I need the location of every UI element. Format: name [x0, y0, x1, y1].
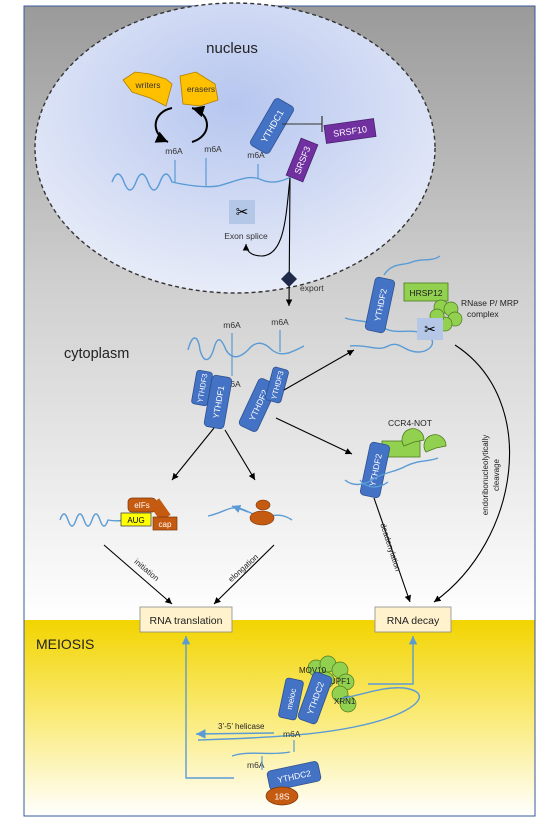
upf1-label: UPF1 — [330, 677, 351, 686]
ythdf2-hrsp-protein: YTHDF2 — [364, 276, 396, 334]
m6a-label-m1: m6A — [283, 729, 301, 739]
cytoplasm-label: cytoplasm — [64, 346, 129, 362]
cleavage-label: cleavage — [492, 458, 501, 491]
helicase-label: 3’-5’ helicase — [218, 722, 265, 731]
m6a-label-m2: m6A — [247, 760, 265, 770]
meiosis-rna-lower — [231, 751, 291, 757]
erasers-label: erasers — [187, 84, 215, 94]
meioc-label: meioc — [285, 688, 298, 711]
ccr4-not-label: CCR4-NOT — [388, 418, 432, 428]
export-label: export — [300, 283, 324, 293]
scissors-icon-nucleus: ✂ — [236, 204, 249, 221]
erasers-shape — [179, 71, 219, 107]
endo-label: endoribonucleolytically — [481, 435, 490, 516]
srsf3-to-splice-arrow — [242, 177, 291, 257]
mov10-label: MOV10 — [299, 666, 327, 675]
aug-label: AUG — [127, 516, 144, 525]
hrsp12-label: HRSP12 — [409, 288, 442, 298]
helicase-arrow — [195, 729, 275, 739]
complex-label: complex — [467, 309, 499, 319]
scissors-icon-cyto: ✂ — [424, 321, 436, 337]
ythdc2-meiosis-protein: YTHDC2 — [297, 671, 333, 725]
m6a-label-c1: m6A — [223, 320, 241, 330]
ccr4-rna — [344, 457, 439, 486]
hrsp12-box — [403, 282, 449, 302]
nucleus-label: nucleus — [206, 40, 258, 57]
m6a-label-n3: m6A — [247, 150, 265, 160]
initiation-arrow — [103, 544, 173, 605]
meiosis-to-decay-arrow — [368, 636, 418, 685]
meiosis-to-translation-arrow — [181, 636, 234, 779]
rna-decay-box — [374, 606, 452, 633]
srsf10-protein: SRSF10 — [323, 118, 377, 144]
scissors-box-nucleus — [229, 200, 255, 224]
meiosis-rna — [197, 687, 420, 741]
m6a-label-c3: m6A — [223, 379, 241, 389]
ccr4-lobe-2 — [423, 434, 447, 453]
s18-label: 18S — [274, 792, 289, 802]
ythdf3-right-protein: YTHDF3 — [265, 366, 289, 404]
rnase-label: RNase P/ MRP — [461, 298, 519, 308]
srsf3-protein: SRSF3 — [285, 137, 319, 183]
ribosome-small — [255, 499, 271, 511]
rnase-mrp-blob — [429, 299, 463, 332]
ythdf2-ccr4-protein: YTHDF2 — [359, 441, 391, 499]
hrsp12-rna-tail — [383, 255, 441, 276]
arrow-to-elongation — [224, 429, 256, 481]
m6a-label-n1: m6A — [165, 146, 183, 156]
xrn1-label: XRN1 — [334, 697, 356, 706]
writers-shape — [122, 71, 173, 107]
ythdc2-bottom-protein: YTHDC2 — [266, 761, 322, 791]
writers-label: writers — [134, 80, 160, 90]
elongation-rna — [207, 507, 293, 521]
meioc-protein: meioc — [278, 677, 304, 721]
arrow-to-ccr4 — [275, 417, 353, 455]
ccr4-lobe-1 — [401, 428, 425, 447]
ythdf1-protein: YTHDF1 — [203, 374, 233, 430]
rna-translation-box — [139, 606, 233, 633]
eif-wedge — [149, 498, 171, 522]
arrow-to-initiation — [171, 427, 215, 481]
exon-splice-label: Exon splice — [224, 231, 268, 241]
cap-label: cap — [159, 520, 172, 529]
cleavage-arrow — [433, 344, 510, 603]
rna-decay-label: RNA decay — [387, 615, 440, 627]
aug-box — [120, 512, 152, 527]
elongation-arrow — [213, 544, 275, 605]
elongation-direction-arrow — [231, 505, 249, 513]
m6a-label-n2: m6A — [204, 144, 222, 154]
arrow-to-hrsp12 — [283, 349, 355, 391]
s18-shape — [265, 786, 299, 806]
scissors-box-cyto — [417, 318, 443, 340]
nuclear-rna — [111, 167, 305, 191]
cytoplasm-rna — [187, 337, 305, 361]
export-pore-icon — [281, 271, 297, 287]
srsf10-label: SRSF10 — [333, 124, 368, 139]
eifs-label: eIFs — [134, 501, 150, 510]
cycle-arrow-left — [154, 107, 173, 143]
ribosome-large — [249, 510, 275, 526]
cap-box — [152, 516, 178, 531]
m6a-label-c2: m6A — [271, 317, 289, 327]
rna-translation-label: RNA translation — [150, 615, 223, 627]
meiosis-label: MEIOSIS — [36, 636, 94, 652]
ccr4-rna-tail — [359, 479, 389, 488]
cycle-arrow-right — [191, 105, 208, 143]
deadenylation-arrow — [373, 497, 411, 603]
initiation-rna — [59, 513, 135, 527]
